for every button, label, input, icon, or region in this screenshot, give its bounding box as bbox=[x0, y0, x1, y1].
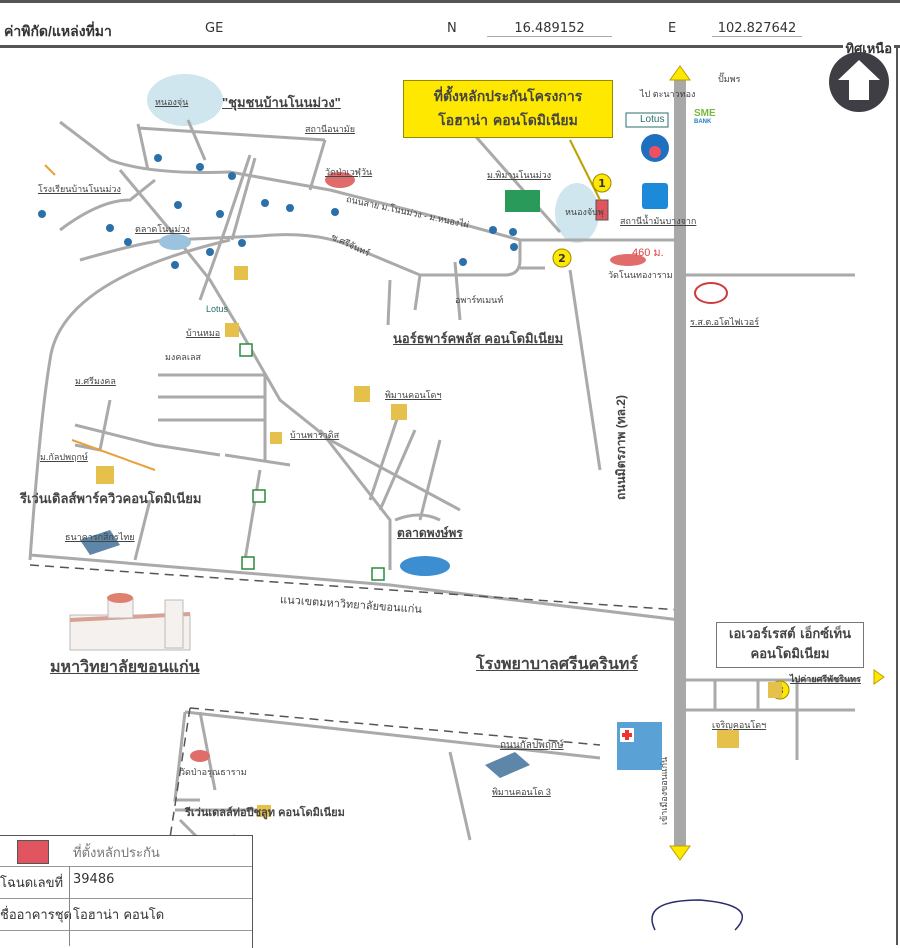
to-city-label: เข้าเมืองขอนแก่น bbox=[659, 756, 669, 825]
marker-2-label: 2 bbox=[558, 252, 566, 265]
callout-line-1: ที่ตั้งหลักประกันโครงการ bbox=[433, 89, 583, 105]
legend-row-value: โอฮาน่า คอนโด bbox=[73, 908, 165, 923]
everest-callout: เอเวอร์เรสต์ เอ็กซ์เท็น คอนโดมิเนียม bbox=[716, 622, 864, 668]
gas-station-label: สถานีน้ำมันบางจาก bbox=[620, 216, 697, 226]
market-label: ตลาดโนนม่วง bbox=[135, 224, 190, 234]
baan-hmo-label: บ้านหมอ bbox=[186, 328, 221, 338]
site-swatch-icon bbox=[17, 840, 49, 864]
krimongkol-label: ม.ศรีมงคล bbox=[75, 376, 116, 386]
longitude-value: 102.827642 bbox=[712, 21, 802, 37]
lotus-icon bbox=[625, 112, 669, 128]
hospital-label: โรงพยาบาลศรีนครินทร์ bbox=[476, 656, 638, 673]
bangchak-icon bbox=[642, 183, 668, 209]
east-label: E bbox=[668, 21, 677, 36]
north-arrow-yellow bbox=[669, 65, 691, 81]
south-arrow-yellow bbox=[669, 845, 691, 861]
pond2-label: หนองจับพุ bbox=[565, 207, 604, 217]
temple2-label: วัดโนนทองาราม bbox=[608, 270, 673, 280]
signature-scribble bbox=[651, 899, 743, 931]
callout-line-1: เอเวอร์เรสต์ เอ็กซ์เท็น bbox=[729, 627, 851, 642]
frame-border bbox=[896, 48, 898, 945]
marker-2 bbox=[552, 248, 572, 268]
reewon2-label: รีเว่นเดลล์ท่อปีชลูท คอนโดมิเนียม bbox=[185, 807, 345, 819]
university-building-icon bbox=[69, 593, 191, 651]
kunpatum-label: ม.กัลปพฤกษ์ bbox=[40, 452, 88, 462]
pond-shape bbox=[147, 74, 223, 126]
lotus-small-label: Lotus bbox=[206, 304, 229, 314]
house-icons bbox=[38, 154, 518, 269]
legend-table: ที่ตั้งหลักประกัน โฉนดเลขที่ 39486 ชื่ออ… bbox=[0, 835, 253, 948]
legend-row: โฉนดเลขที่ 39486 bbox=[0, 866, 252, 899]
callout-line-2: คอนโดมิเนียม bbox=[750, 647, 830, 662]
community-label: "ชุมชนบ้านโนนม่วง" bbox=[222, 95, 341, 110]
legend-row-label: ชื่ออาคารชุด bbox=[0, 908, 72, 923]
legend-marker-label: ที่ตั้งหลักประกัน bbox=[73, 846, 160, 861]
condo-icons bbox=[96, 266, 782, 817]
reewon-label: รีเว่นเดิลส์พาร์ควิวคอนโดมิเนียม bbox=[20, 491, 202, 506]
fresh-market-icon bbox=[400, 556, 450, 576]
to-north-label: ไป ตะนาวทอง bbox=[640, 89, 696, 99]
sme-bank-logo: SME bbox=[694, 108, 716, 119]
temple-label: วัดป่าเวฬุวัน bbox=[325, 167, 373, 177]
north-label: N bbox=[447, 21, 457, 36]
coordinate-source: GE bbox=[205, 21, 224, 36]
lotus-logo: Lotus bbox=[640, 114, 665, 125]
mongkol-label: มงคลเลส bbox=[165, 352, 201, 362]
highway-label: ถนนมิตรภาพ (ทล.2) bbox=[614, 395, 628, 500]
charoen-label: เจริญคอนโดฯ bbox=[712, 720, 767, 730]
legend-row-value: 39486 bbox=[73, 872, 115, 887]
east-arrow-yellow bbox=[873, 669, 885, 685]
to-camp-label: ไปค่ายศรีพัชรินทร bbox=[790, 674, 861, 684]
site-marker bbox=[595, 199, 609, 221]
temple-icons bbox=[190, 172, 646, 762]
temple3-label: วัดป่าอรุณธาราม bbox=[180, 767, 247, 777]
school-label: โรงเรียนบ้านโนนม่วง bbox=[38, 184, 121, 194]
legend-row-label: โฉนดเลขที่ bbox=[0, 876, 64, 891]
pimarn3-label: พิมานคอนโด 3 bbox=[492, 787, 551, 797]
highway-road bbox=[674, 80, 686, 850]
post-label: ปั๊มพร bbox=[718, 74, 741, 84]
north-park-label: นอร์ธพาร์คพลัส คอนโดมิเนียม bbox=[393, 331, 564, 346]
village-icon bbox=[505, 190, 540, 212]
callout-line-2: โอฮาน่า คอนโดมิเนียม bbox=[438, 113, 578, 129]
legend-row: ที่ตั้งหลักประกัน bbox=[0, 836, 252, 867]
roads bbox=[28, 119, 860, 872]
pond2-shape bbox=[555, 183, 599, 243]
bank-label: ธนาคารกสิกรไทย bbox=[65, 532, 135, 542]
legend-divider bbox=[69, 866, 70, 946]
seven-eleven-icons bbox=[239, 343, 385, 581]
coordinate-label: ค่าพิกัด/แหล่งที่มา bbox=[4, 23, 112, 39]
latitude-value: 16.489152 bbox=[487, 21, 612, 37]
kku-label: มหาวิทยาลัยขอนแก่น bbox=[50, 659, 200, 676]
health-station-label: สถานีอนามัย bbox=[305, 124, 355, 134]
baan-para-label: บ้านพาราดิส bbox=[290, 430, 340, 440]
toyota-label: ร.ส.ต.อโตไฟเวอร์ bbox=[690, 317, 760, 327]
toyota-icon bbox=[694, 282, 728, 304]
apartment-label: อพาร์ทเมนท์ bbox=[455, 295, 504, 305]
pond-label: หนองจุ่น bbox=[155, 97, 189, 107]
village-label: ม.พิมานโนนม่วง bbox=[487, 170, 552, 180]
pimarn-label: พิมานคอนโดฯ bbox=[385, 390, 442, 400]
sme-bank-sub: BANK bbox=[694, 119, 712, 125]
location-map: 1 2 3 bbox=[28, 52, 889, 931]
kalapaphruek-road-label: ถนนกัลปพฤกษ์ bbox=[500, 740, 564, 751]
marker-1-label: 1 bbox=[598, 177, 606, 190]
market-icon bbox=[159, 234, 191, 250]
marker-1 bbox=[592, 173, 612, 193]
coordinate-header: ค่าพิกัด/แหล่งที่มา GE N 16.489152 E 102… bbox=[0, 0, 900, 48]
legend-row: ชื่ออาคารชุด โอฮาน่า คอนโด bbox=[0, 898, 252, 931]
orange-roads bbox=[44, 164, 156, 471]
distance-label: 460 ม. bbox=[632, 247, 664, 259]
fresh-market-label: ตลาดพงษ์พร bbox=[397, 526, 463, 540]
project-location-callout: ที่ตั้งหลักประกันโครงการ โอฮาน่า คอนโดมิ… bbox=[403, 80, 613, 138]
office-building-icons bbox=[80, 530, 530, 778]
